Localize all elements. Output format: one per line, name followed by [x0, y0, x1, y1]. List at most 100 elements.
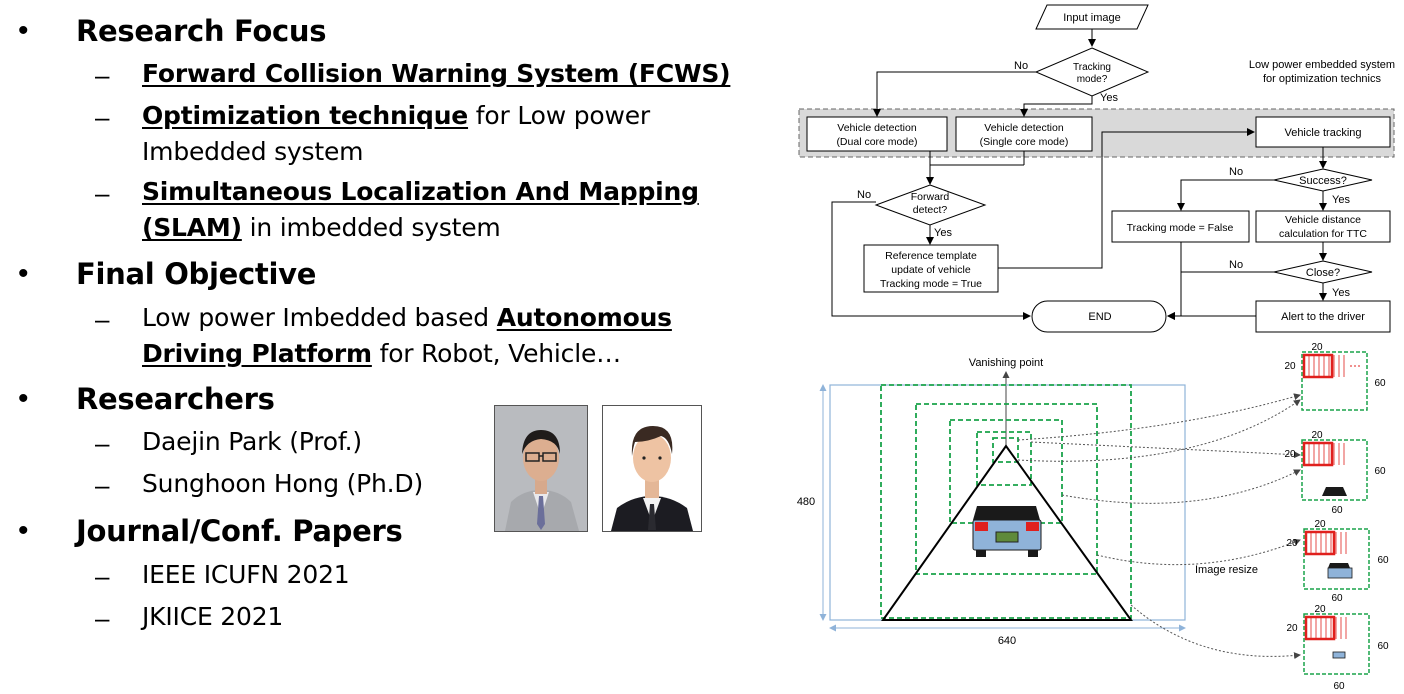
road-triangle	[881, 444, 1133, 621]
alert-label: Alert to the driver	[1281, 311, 1365, 323]
yes-label: Yes	[934, 227, 952, 239]
yes-label: Yes	[1332, 194, 1350, 206]
section-title-research-focus: Research Focus	[76, 14, 327, 48]
edge	[1020, 96, 1093, 117]
close-label: Close?	[1306, 267, 1340, 279]
yes-label: Yes	[1332, 287, 1350, 299]
height-label: 480	[797, 496, 815, 508]
no-label: No	[1229, 259, 1243, 271]
objective-bold: Autonomous Driving Platform	[142, 303, 672, 368]
no-label: No	[1229, 166, 1243, 178]
output-size-label: 60	[1374, 378, 1386, 389]
window-size-label: 20	[1311, 430, 1323, 441]
vehicle-tracking-node	[1255, 116, 1391, 148]
research-item-fcws: Forward Collision Warning System (FCWS)	[142, 56, 772, 92]
window-size-label: 20	[1286, 623, 1298, 634]
detect-single-label: Vehicle detection	[984, 122, 1064, 134]
resized-panel-4: 20 20 60 60	[1286, 604, 1389, 692]
dash: –	[95, 428, 110, 458]
window-size-label: 20	[1314, 604, 1326, 615]
tracking-false-node	[1111, 210, 1250, 243]
section-title-papers: Journal/Conf. Papers	[76, 514, 403, 548]
portrait-image	[495, 406, 587, 531]
detect-dual-sub: (Dual core mode)	[836, 136, 917, 148]
output-size-label: 60	[1374, 466, 1386, 477]
paper-2: JKIICE 2021	[142, 602, 284, 631]
bullet-dot: •	[18, 257, 29, 290]
slam-rest: in imbedded system	[241, 213, 501, 242]
dash: –	[95, 60, 110, 90]
dash: –	[95, 102, 110, 132]
reference-update-label-3: Tracking mode = True	[880, 278, 982, 290]
resized-panel-1: 20 20 60	[1284, 342, 1386, 411]
reference-update-label-2: update of vehicle	[891, 264, 971, 276]
output-size-label: 60	[1333, 681, 1345, 692]
edge	[831, 201, 1031, 320]
image-pyramid-diagram: Vanishing point 480 640 Image resize	[797, 342, 1389, 692]
optimization-bold: Optimization technique	[142, 101, 469, 130]
reference-update-label: Reference template	[885, 250, 977, 262]
window-size-label: 20	[1284, 449, 1296, 460]
researcher-photo-phd	[602, 405, 702, 532]
dash: –	[95, 470, 110, 500]
edge	[1177, 179, 1274, 211]
detect-single-sub: (Single core mode)	[980, 136, 1069, 148]
bullet-dot: •	[18, 514, 29, 547]
output-size-label: 60	[1377, 555, 1389, 566]
dash: –	[95, 178, 110, 208]
reference-update-node	[863, 244, 999, 293]
detect-dual-label: Vehicle detection	[837, 122, 917, 134]
optimization-rest: for Low power Imbedded system	[142, 101, 650, 166]
car-rear-icon	[972, 506, 1042, 557]
dash: –	[95, 304, 110, 334]
search-windows	[880, 384, 1132, 619]
output-size-label: 60	[1377, 641, 1389, 652]
paper-1: IEEE ICUFN 2021	[142, 560, 350, 589]
forward-detect-sub: detect?	[913, 204, 948, 216]
resized-panel-3: 20 20 60 60	[1286, 519, 1389, 604]
edge	[998, 128, 1255, 269]
tracking-false-label: Tracking mode = False	[1127, 222, 1234, 234]
objective-item: Low power Imbedded based Autonomous Driv…	[142, 300, 772, 372]
researcher-2: Sunghoon Hong (Ph.D)	[142, 469, 424, 498]
success-label: Success?	[1299, 175, 1347, 187]
bullet-dot: •	[18, 382, 29, 415]
researcher-1: Daejin Park (Prof.)	[142, 427, 362, 456]
research-item-optimization: Optimization technique for Low power Imb…	[142, 98, 772, 170]
distance-calc-node	[1255, 210, 1391, 243]
vanishing-point-label: Vanishing point	[969, 357, 1043, 369]
distance-calc-label: Vehicle distance	[1285, 214, 1361, 226]
no-label: No	[857, 189, 871, 201]
objective-rest: for Robot, Vehicle…	[371, 339, 622, 368]
objective-pre: Low power Imbedded based	[142, 303, 497, 332]
edge	[873, 71, 1036, 117]
end-node	[1031, 300, 1167, 333]
input-node	[1035, 4, 1149, 30]
no-label: No	[1014, 60, 1028, 72]
output-size-label: 60	[1331, 505, 1343, 516]
embedded-note-1: Low power embedded system	[1249, 59, 1395, 71]
resized-panel-2: 20 20 60 60	[1284, 430, 1386, 516]
slam-bold: Simultaneous Localization And Mapping (S…	[142, 177, 699, 242]
vehicle-tracking-label: Vehicle tracking	[1284, 127, 1361, 139]
section-title-researchers: Researchers	[76, 382, 275, 416]
portrait-image	[603, 406, 701, 531]
width-label: 640	[998, 635, 1016, 647]
end-label: END	[1088, 311, 1111, 323]
edge	[1167, 242, 1182, 320]
window-size-label: 20	[1284, 361, 1296, 372]
dash: –	[95, 603, 110, 633]
window-size-label: 20	[1286, 538, 1298, 549]
distance-calc-sub: calculation for TTC	[1279, 228, 1367, 240]
image-resize-label: Image resize	[1195, 564, 1258, 576]
input-label: Input image	[1063, 12, 1120, 24]
fcws-bold: Forward Collision Warning System (FCWS)	[142, 59, 731, 88]
embedded-note-2: for optimization technics	[1263, 73, 1381, 85]
research-item-slam: Simultaneous Localization And Mapping (S…	[142, 174, 772, 246]
yes-label: Yes	[1100, 92, 1118, 104]
window-size-label: 20	[1311, 342, 1323, 353]
dash: –	[95, 561, 110, 591]
forward-detect-label: Forward	[911, 191, 950, 203]
